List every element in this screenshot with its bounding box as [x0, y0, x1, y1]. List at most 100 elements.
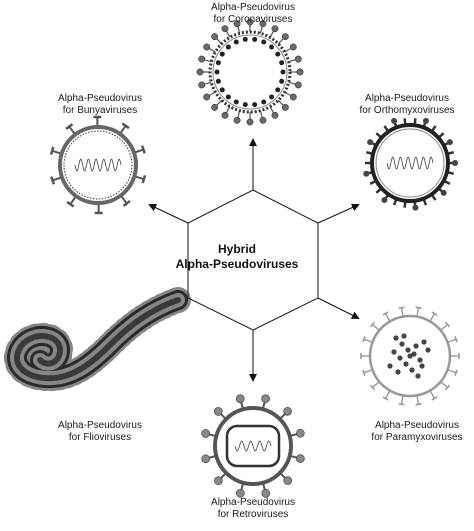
arrow-to-paramyxoviruses	[318, 298, 358, 318]
arrow-to-orthomyxoviruses	[318, 205, 358, 223]
nucleocapsid-dot	[215, 70, 220, 75]
nucleocapsid-dot	[226, 94, 231, 99]
env-head	[262, 395, 270, 403]
env-head	[236, 395, 244, 403]
spike-head	[234, 117, 240, 123]
spike-head	[423, 118, 429, 124]
coronavirus-icon	[197, 19, 303, 125]
env-head	[202, 455, 210, 463]
spike-head	[416, 307, 422, 308]
label-coronaviruses-line2: for Coronaviruses	[163, 14, 343, 26]
spike-head	[197, 69, 203, 75]
nucleocapsid-dot	[281, 70, 286, 75]
env-head	[214, 407, 222, 415]
nucleocapsid-dot	[252, 37, 257, 42]
nucleocapsid-dot	[395, 369, 400, 374]
nucleocapsid-dot	[261, 39, 266, 44]
spike-head	[282, 104, 288, 110]
retrovirus-icon	[202, 395, 305, 498]
spike-head	[295, 56, 301, 62]
spike-stalk	[364, 370, 372, 373]
spike-head	[391, 118, 397, 124]
label-filoviruses-line2: for Flioviruses	[10, 432, 190, 444]
env-head	[284, 477, 292, 485]
center-title: Hybrid Alpha-Pseudoviruses	[167, 242, 307, 272]
env-head	[202, 429, 210, 437]
spike-head	[399, 307, 405, 308]
center-title-line1: Hybrid	[167, 242, 307, 257]
spike-stalk	[364, 339, 372, 342]
spike-stalk	[417, 308, 419, 317]
label-paramyxoviruses-line1: Alpha-Pseudovirus	[327, 420, 474, 432]
nucleocapsid-dot	[393, 335, 398, 340]
nucleocapsid-dot	[399, 341, 404, 346]
spike-head	[282, 33, 288, 39]
glycoprotein-head	[142, 146, 145, 154]
nucleocapsid-dot	[220, 87, 225, 92]
nucleocapsid-dot	[243, 102, 248, 107]
nucleocapsid-dot	[417, 357, 422, 362]
spike-head	[199, 82, 205, 88]
spike-head	[381, 197, 387, 203]
spike-head	[222, 25, 228, 31]
label-orthomyxoviruses-line1: Alpha-Pseudovirus	[317, 93, 474, 105]
nucleocapsid-dot	[261, 100, 266, 105]
spike-head	[363, 171, 369, 177]
spike-stalk	[430, 314, 435, 322]
spike-head	[363, 370, 365, 376]
spike-head	[455, 370, 457, 376]
spike-head	[290, 44, 296, 50]
spike-head	[455, 336, 457, 342]
spike-head	[272, 112, 278, 118]
nucleocapsid-dot	[403, 361, 408, 366]
center-title-line2: Alpha-Pseudoviruses	[167, 257, 307, 272]
label-retroviruses: Alpha-Pseudovirus for Retroviruses	[163, 497, 343, 521]
label-retroviruses-line2: for Retroviruses	[163, 509, 343, 521]
spike-stalk	[441, 382, 448, 388]
nucleocapsid-dot	[391, 349, 396, 354]
spike-stalk	[417, 395, 419, 404]
spike-head	[203, 44, 209, 50]
spike-head	[211, 104, 217, 110]
label-bunyaviruses: Alpha-Pseudovirus for Bunyaviruses	[10, 93, 190, 117]
spike-head	[416, 404, 422, 405]
spike-stalk	[386, 391, 391, 399]
spike-head	[247, 119, 253, 125]
spike-head	[399, 404, 405, 405]
label-coronaviruses: Alpha-Pseudovirus for Coronaviruses	[163, 2, 343, 26]
label-orthomyxoviruses: Alpha-Pseudovirus for Orthomyxoviruses	[317, 93, 474, 117]
nucleocapsid-dot	[220, 52, 225, 57]
spike-stalk	[401, 308, 403, 317]
spike-head	[203, 94, 209, 100]
spike-head	[297, 69, 303, 75]
spike-stalk	[386, 314, 391, 322]
nucleocapsid-dot	[387, 363, 392, 368]
env-head	[214, 477, 222, 485]
nucleocapsid-dot	[234, 100, 239, 105]
spike-head	[211, 33, 217, 39]
nucleocapsid-dot	[419, 363, 424, 368]
nucleocapsid-dot	[226, 45, 231, 50]
nucleocapsid-dot	[269, 45, 274, 50]
spike-stalk	[448, 339, 456, 342]
spike-stalk	[448, 370, 456, 373]
nucleocapsid-dot	[409, 367, 414, 372]
envelope	[210, 32, 290, 112]
nucleocapsid-dot	[413, 343, 418, 348]
nucleocapsid-dot	[234, 39, 239, 44]
glycoprotein-head	[51, 147, 53, 155]
nucleocapsid-dot	[252, 102, 257, 107]
nucleocapsid-dot	[269, 94, 274, 99]
nucleocapsid-dot	[397, 355, 402, 360]
nucleocapsid-dot	[407, 353, 412, 358]
spike-stalk	[441, 325, 448, 331]
nucleocapsid-dot	[279, 79, 284, 84]
orthomyxovirus-icon	[363, 118, 458, 211]
label-bunyaviruses-line1: Alpha-Pseudovirus	[10, 93, 190, 105]
label-coronaviruses-line1: Alpha-Pseudovirus	[163, 2, 343, 14]
arrow-to-bunyaviruses	[150, 205, 188, 223]
label-filoviruses-line1: Alpha-Pseudovirus	[10, 420, 190, 432]
spike-head	[452, 160, 458, 166]
spike-head	[290, 94, 296, 100]
spike-head	[412, 205, 418, 211]
